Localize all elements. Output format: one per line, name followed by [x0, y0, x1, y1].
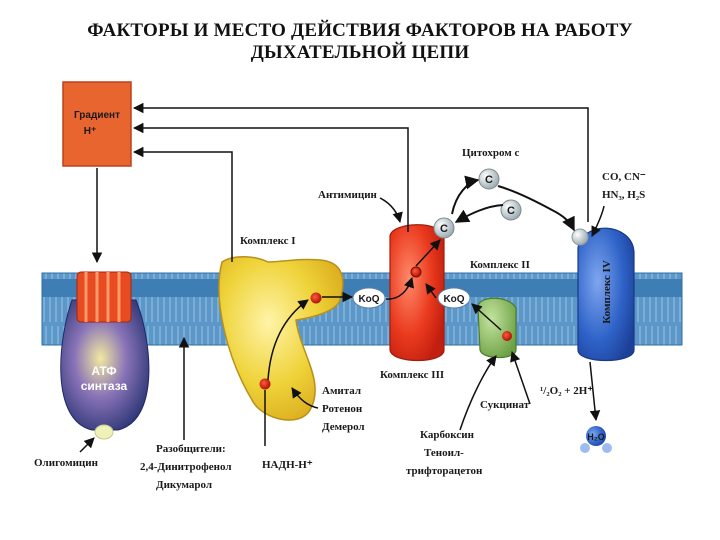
uncouplers-line3: Дикумарол	[156, 479, 212, 491]
complex-1-redox-center	[259, 378, 271, 390]
inner-membrane	[41, 272, 683, 346]
complex-4-label: Комплекс IV	[601, 260, 613, 324]
water-label: H₂O	[587, 432, 605, 442]
uncouplers-line1: Разобщители:	[156, 443, 226, 455]
succinate-label: Сукцинат	[480, 399, 530, 411]
complex-1-label: Комплекс I	[240, 235, 296, 247]
coq-label-2: KoQ	[443, 294, 464, 305]
complex2-inhibitor-line1: Карбоксин	[420, 429, 475, 441]
complex2-inhibitor-line2: Теноил-	[424, 447, 464, 459]
complex1-inhibitor-line1: Амитал	[322, 385, 361, 397]
complex-1-ubiquinone-site	[310, 292, 322, 304]
complex-2	[477, 297, 517, 359]
cytochrome-c-label: Цитохром с	[462, 147, 520, 159]
complex-4: Комплекс IV	[571, 227, 635, 362]
coenzyme-q: KoQ KoQ	[352, 287, 471, 309]
coq-label-1: KoQ	[358, 294, 379, 305]
page-title-line1: ФАКТОРЫ И МЕСТО ДЕЙСТВИЯ ФАКТОРОВ НА РАБ…	[87, 20, 633, 41]
complex-2-label: Комплекс II	[470, 259, 530, 271]
complex2-inhibitor-line3: трифторацетон	[406, 465, 483, 477]
complex4-inhibitor-line2: HN₃, H₂S	[602, 189, 645, 201]
proton-pumping-arrows	[91, 102, 589, 264]
complex-3	[389, 224, 445, 361]
antimycin-label: Антимицин	[318, 189, 378, 201]
cytochrome-c-molecule-2: C	[507, 205, 515, 217]
oligomycin-label: Олигомицин	[34, 457, 99, 469]
atp-synthase-label-line2: синтаза	[81, 379, 128, 393]
complex1-inhibitor-line2: Ротенон	[322, 403, 363, 415]
complex4-inhibitor-line1: CO, CN⁻	[602, 171, 646, 183]
page-title-line2: ДЫХАТЕЛЬНОЙ ЦЕПИ	[250, 42, 470, 63]
complex-3-label: Комплекс III	[380, 369, 444, 381]
nadh-label: НАДН-Н⁺	[262, 459, 313, 471]
oxygen-label: ¹/₂O₂ + 2H⁺	[540, 385, 593, 397]
atp-synthase-label-line1: АТФ	[91, 364, 116, 378]
cytochrome-c-molecule-1: C	[485, 174, 493, 186]
complex1-inhibitor-line3: Демерол	[322, 421, 365, 433]
cytochrome-c: C C C	[433, 168, 575, 239]
water-molecule: H₂O	[580, 426, 612, 453]
proton-gradient-box: Градиент Н⁺	[62, 81, 132, 167]
cytochrome-c-molecule-3: C	[440, 223, 448, 235]
atp-synthase: АТФ синтаза	[60, 271, 150, 440]
complex-1	[218, 256, 344, 421]
electron-flow-arrows	[264, 239, 601, 446]
uncouplers-line2: 2,4-Динитрофенол	[140, 461, 232, 473]
inhibitor-arrows	[79, 197, 605, 453]
gradient-label-line2: Н⁺	[84, 126, 97, 137]
gradient-label-line1: Градиент	[74, 110, 120, 121]
